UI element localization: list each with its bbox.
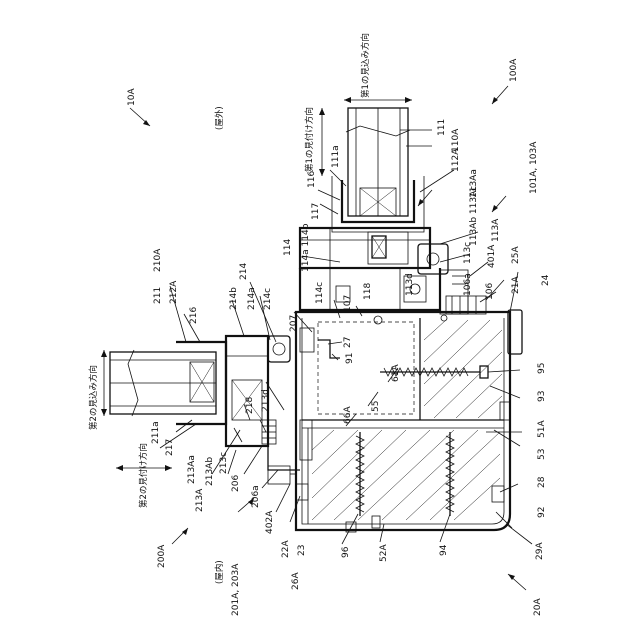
ref-111: 111: [437, 119, 447, 136]
ref-28: 28: [537, 476, 547, 488]
ref-25A: 25A: [511, 246, 521, 264]
ref-117: 117: [311, 203, 321, 220]
ref-10A: 10A: [127, 88, 137, 106]
ref-24: 24: [541, 274, 551, 286]
ref-93: 93: [537, 391, 547, 402]
ref-95: 95: [537, 363, 547, 374]
ref-106a: 106a: [463, 273, 473, 296]
ref-402A: 402A: [265, 510, 275, 534]
left-frame: [176, 336, 300, 470]
ref-213c: 213c: [219, 452, 229, 474]
ref-201A-203A: 201A, 203A: [231, 563, 241, 616]
ref-214c: 214c: [263, 288, 273, 310]
first-mikomi-label: 第1の見込み方向: [360, 33, 371, 98]
ref-113c: 113c: [463, 242, 473, 264]
ref-211a: 211a: [151, 421, 161, 444]
ref-20A: 20A: [533, 598, 543, 616]
ref-214a: 214a: [247, 287, 257, 310]
ref-94: 94: [439, 544, 449, 556]
ref-55: 55: [371, 401, 381, 412]
ref-110A: 110A: [451, 128, 461, 152]
ref-100A: 100A: [509, 58, 519, 82]
ref-218: 218: [245, 397, 255, 414]
outdoor-label: (屋外): [214, 106, 225, 130]
left-glass-unit: [110, 350, 216, 416]
ref-91: 91: [345, 353, 355, 364]
reference-numerals: 10A 100A 111 110A 112A 113Aa 113A 101A, …: [127, 58, 551, 616]
ref-216: 216: [189, 307, 199, 324]
indoor-label: (屋内): [214, 560, 225, 584]
screw-94: [446, 432, 454, 516]
corner-post-body: [268, 296, 522, 532]
second-mitsuke-label: 第2の見付け方向: [138, 443, 149, 508]
screw-96: [356, 432, 364, 516]
ref-106: 106: [485, 283, 495, 300]
ref-21A: 21A: [511, 276, 521, 294]
ref-101A-103A: 101A, 103A: [529, 141, 539, 194]
ref-401A: 401A: [487, 244, 497, 268]
ref-200A: 200A: [157, 544, 167, 568]
ref-111a: 111a: [331, 145, 341, 168]
ref-213Aa: 213Aa: [187, 455, 197, 484]
insulation-upper: [424, 320, 502, 418]
ref-96: 96: [341, 546, 351, 558]
ref-213d: 213d: [261, 389, 271, 412]
ref-113A: 113A: [491, 218, 501, 242]
insulation-lower: [312, 430, 500, 520]
second-mikomi-label: 第2の見込み方向: [88, 365, 99, 430]
ref-29A: 29A: [535, 542, 545, 560]
ref-207: 207: [289, 315, 299, 332]
ref-214b: 214b: [229, 287, 239, 310]
first-mitsuke-label: 第1の見付け方向: [304, 107, 315, 172]
ref-114: 114: [283, 239, 293, 256]
ref-61A: 61A: [391, 364, 401, 382]
ref-214: 214: [239, 263, 249, 280]
ref-211: 211: [153, 287, 163, 304]
ref-23: 23: [297, 545, 307, 556]
ref-112A: 112A: [451, 148, 461, 172]
ref-206a: 206a: [251, 485, 261, 508]
ref-66A: 66A: [343, 406, 353, 424]
ref-206: 206: [231, 475, 241, 492]
ref-107: 107: [343, 295, 353, 312]
upper-frame: [300, 176, 468, 314]
ref-27: 27: [343, 337, 353, 348]
ref-212A: 212A: [169, 280, 179, 304]
ref-92: 92: [537, 507, 547, 518]
ref-217: 217: [165, 439, 175, 456]
ref-26A: 26A: [291, 572, 301, 590]
ref-114c: 114c: [315, 282, 325, 304]
ref-116: 116: [307, 171, 317, 188]
ref-51A: 51A: [537, 420, 547, 438]
ref-53: 53: [537, 449, 547, 460]
ref-213Ab: 213Ab: [205, 457, 215, 486]
ref-113Ab-113Ac: 113Ab 113Ac: [469, 186, 479, 246]
ref-113d: 113d: [405, 273, 415, 296]
ref-22A: 22A: [281, 540, 291, 558]
ref-114a-114b: 114a 114b: [301, 223, 311, 272]
ref-213A: 213A: [195, 488, 205, 512]
ref-118: 118: [363, 283, 373, 300]
ref-210A: 210A: [153, 248, 163, 272]
upper-glass-unit: [346, 108, 410, 216]
ref-52A: 52A: [379, 544, 389, 562]
